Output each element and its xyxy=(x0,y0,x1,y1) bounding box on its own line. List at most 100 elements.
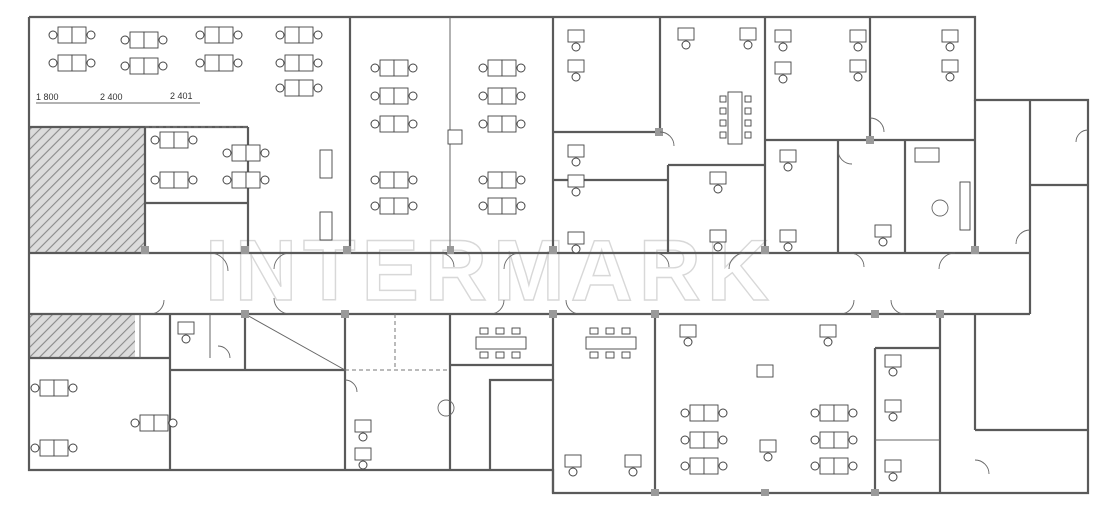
meeting-table xyxy=(585,336,637,350)
chair xyxy=(233,30,243,40)
desk xyxy=(833,431,849,449)
desk xyxy=(689,431,705,449)
meeting-chair xyxy=(719,95,727,103)
chair xyxy=(888,472,898,482)
chair xyxy=(848,461,858,471)
chair xyxy=(188,175,198,185)
chair xyxy=(408,91,418,101)
desk xyxy=(143,57,159,75)
chair xyxy=(516,175,526,185)
chair xyxy=(130,418,140,428)
chair xyxy=(945,42,955,52)
chair xyxy=(718,408,728,418)
meeting-chair xyxy=(589,351,599,359)
chair xyxy=(478,91,488,101)
chair xyxy=(222,175,232,185)
reception-counter xyxy=(959,181,971,231)
chair xyxy=(516,201,526,211)
desk xyxy=(173,131,189,149)
desk xyxy=(245,144,261,162)
chair xyxy=(743,40,753,50)
desk xyxy=(231,171,247,189)
desk xyxy=(501,115,517,133)
desk xyxy=(819,457,835,475)
meeting-chair xyxy=(719,131,727,139)
desk xyxy=(884,399,902,413)
desk xyxy=(393,197,409,215)
desk xyxy=(849,29,867,43)
corridor-walls xyxy=(29,251,1032,316)
desk xyxy=(759,439,777,453)
dimension-labels: 1 800 2 400 2 401 xyxy=(36,91,200,104)
chair xyxy=(370,63,380,73)
meeting-chair xyxy=(605,351,615,359)
chair xyxy=(853,72,863,82)
desk xyxy=(849,59,867,73)
chair xyxy=(680,461,690,471)
chair xyxy=(150,175,160,185)
chair xyxy=(945,72,955,82)
chair xyxy=(195,30,205,40)
desk xyxy=(819,404,835,422)
chair xyxy=(478,201,488,211)
desk xyxy=(284,79,300,97)
meeting-chair xyxy=(589,327,599,335)
desk xyxy=(393,171,409,189)
cabinet xyxy=(447,129,463,145)
desk xyxy=(245,171,261,189)
chair xyxy=(478,119,488,129)
chair xyxy=(680,408,690,418)
desk xyxy=(689,457,705,475)
chair xyxy=(188,135,198,145)
hatched-zone-upper xyxy=(29,127,145,253)
chair xyxy=(823,337,833,347)
meeting-chair xyxy=(479,351,489,359)
desk xyxy=(379,59,395,77)
meeting-chair xyxy=(744,131,752,139)
desk xyxy=(709,171,727,185)
desk xyxy=(833,404,849,422)
desk xyxy=(57,26,73,44)
chair xyxy=(370,175,380,185)
meeting-chair xyxy=(495,351,505,359)
desk xyxy=(501,171,517,189)
lower-hall-lines xyxy=(244,313,396,371)
desk xyxy=(567,144,585,158)
desk xyxy=(884,459,902,473)
meeting-chair xyxy=(511,351,521,359)
desk xyxy=(487,171,503,189)
desk xyxy=(703,457,719,475)
chair xyxy=(150,135,160,145)
meeting-chair xyxy=(495,327,505,335)
chair xyxy=(571,42,581,52)
desk xyxy=(393,87,409,105)
chair xyxy=(713,184,723,194)
desk xyxy=(774,61,792,75)
chair xyxy=(313,30,323,40)
chair xyxy=(48,58,58,68)
chair xyxy=(778,74,788,84)
desk xyxy=(703,404,719,422)
chair xyxy=(86,58,96,68)
chair xyxy=(888,412,898,422)
doors xyxy=(149,117,1089,475)
desk xyxy=(487,87,503,105)
chair xyxy=(516,91,526,101)
desk xyxy=(129,57,145,75)
desk xyxy=(298,54,314,72)
chair xyxy=(571,244,581,254)
desk xyxy=(354,447,372,461)
chair xyxy=(878,237,888,247)
desk xyxy=(379,171,395,189)
desk xyxy=(284,54,300,72)
outer-walls xyxy=(27,15,1090,495)
chair xyxy=(158,35,168,45)
chair xyxy=(681,40,691,50)
structural-columns xyxy=(141,128,979,496)
chair xyxy=(718,461,728,471)
desk xyxy=(624,454,642,468)
dimension-label-2401: 2 401 xyxy=(170,91,193,101)
desk xyxy=(833,457,849,475)
desk xyxy=(677,27,695,41)
